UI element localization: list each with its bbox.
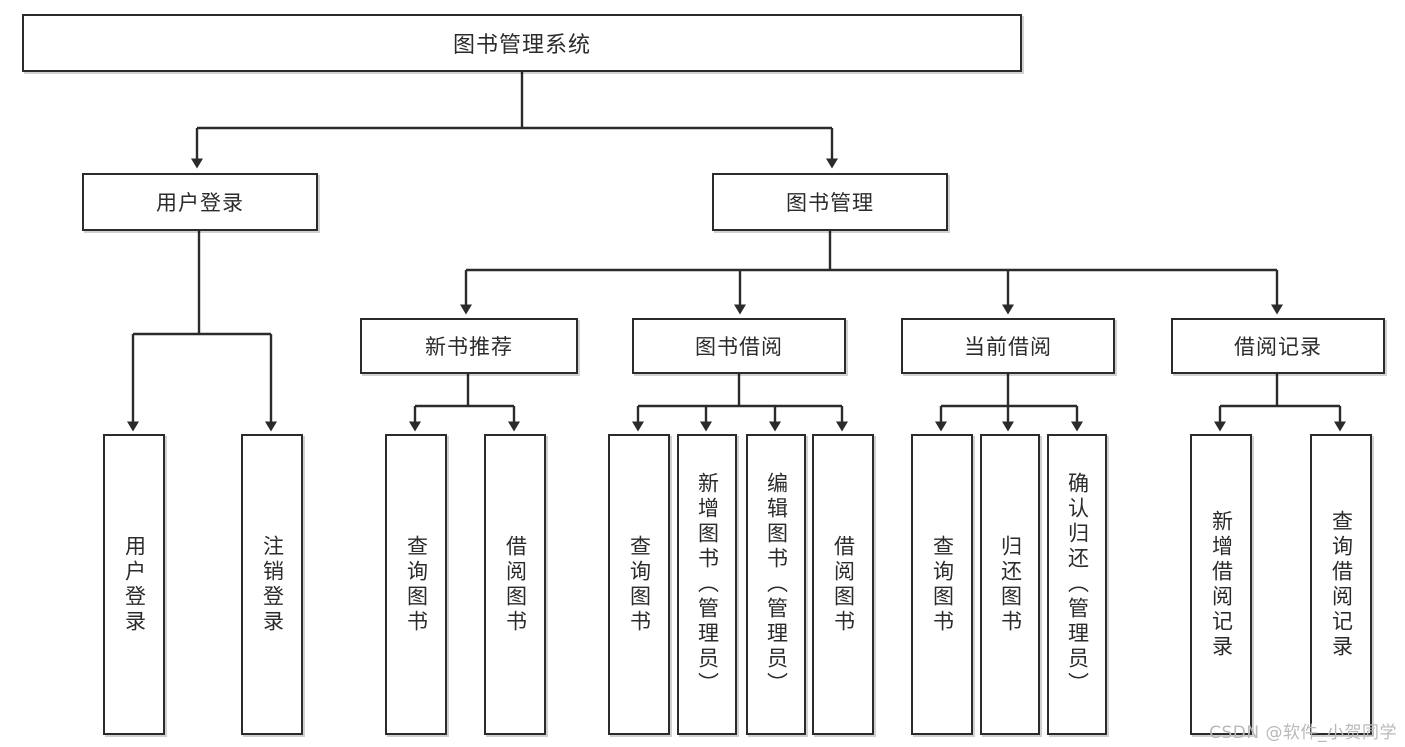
node-leaf-confirm-return[interactable]: 确认归还（管理员） bbox=[1047, 434, 1107, 735]
node-book-borrow[interactable]: 图书借阅 bbox=[632, 318, 846, 374]
node-user-login[interactable]: 用户登录 bbox=[82, 173, 318, 231]
node-leaf-query-book-2-label: 查询图书 bbox=[627, 534, 652, 635]
node-leaf-add-book-label: 新增图书（管理员） bbox=[695, 472, 720, 697]
node-leaf-query-record-label: 查询借阅记录 bbox=[1329, 509, 1354, 660]
node-leaf-user-login-label: 用户登录 bbox=[122, 534, 147, 635]
node-book-borrow-label: 图书借阅 bbox=[695, 335, 783, 359]
node-leaf-edit-book-label: 编辑图书（管理员） bbox=[764, 472, 789, 697]
node-leaf-query-book-1-label: 查询图书 bbox=[404, 534, 429, 635]
node-leaf-add-record[interactable]: 新增借阅记录 bbox=[1190, 434, 1252, 735]
node-leaf-query-record[interactable]: 查询借阅记录 bbox=[1310, 434, 1372, 735]
node-book-manage[interactable]: 图书管理 bbox=[712, 173, 948, 231]
node-leaf-user-logout[interactable]: 注销登录 bbox=[241, 434, 303, 735]
node-leaf-query-book-2[interactable]: 查询图书 bbox=[608, 434, 670, 735]
node-leaf-edit-book[interactable]: 编辑图书（管理员） bbox=[746, 434, 806, 735]
node-user-login-label: 用户登录 bbox=[156, 191, 244, 215]
node-root-label: 图书管理系统 bbox=[452, 33, 591, 58]
node-leaf-query-book-3-label: 查询图书 bbox=[930, 534, 955, 635]
node-leaf-borrow-book-2-label: 借阅图书 bbox=[831, 534, 856, 635]
node-new-book-rec-label: 新书推荐 bbox=[425, 335, 513, 359]
node-current-borrow-label: 当前借阅 bbox=[964, 335, 1052, 359]
node-leaf-query-book-3[interactable]: 查询图书 bbox=[911, 434, 973, 735]
node-leaf-add-record-label: 新增借阅记录 bbox=[1209, 509, 1234, 660]
node-borrow-record-label: 借阅记录 bbox=[1234, 335, 1322, 359]
node-leaf-borrow-book-1[interactable]: 借阅图书 bbox=[484, 434, 546, 735]
node-current-borrow[interactable]: 当前借阅 bbox=[901, 318, 1115, 374]
node-book-manage-label: 图书管理 bbox=[786, 191, 874, 215]
node-leaf-user-login[interactable]: 用户登录 bbox=[103, 434, 165, 735]
node-leaf-borrow-book-2[interactable]: 借阅图书 bbox=[812, 434, 874, 735]
node-leaf-borrow-book-1-label: 借阅图书 bbox=[503, 534, 528, 635]
watermark: CSDN @软件_小贺同学 bbox=[1209, 723, 1397, 743]
node-borrow-record[interactable]: 借阅记录 bbox=[1171, 318, 1385, 374]
node-leaf-add-book[interactable]: 新增图书（管理员） bbox=[677, 434, 737, 735]
node-leaf-query-book-1[interactable]: 查询图书 bbox=[385, 434, 447, 735]
node-leaf-user-logout-label: 注销登录 bbox=[260, 534, 285, 635]
node-leaf-return-book-label: 归还图书 bbox=[998, 534, 1023, 635]
node-root[interactable]: 图书管理系统 bbox=[22, 14, 1022, 72]
node-leaf-return-book[interactable]: 归还图书 bbox=[980, 434, 1040, 735]
node-new-book-rec[interactable]: 新书推荐 bbox=[360, 318, 578, 374]
node-leaf-confirm-return-label: 确认归还（管理员） bbox=[1065, 472, 1090, 697]
